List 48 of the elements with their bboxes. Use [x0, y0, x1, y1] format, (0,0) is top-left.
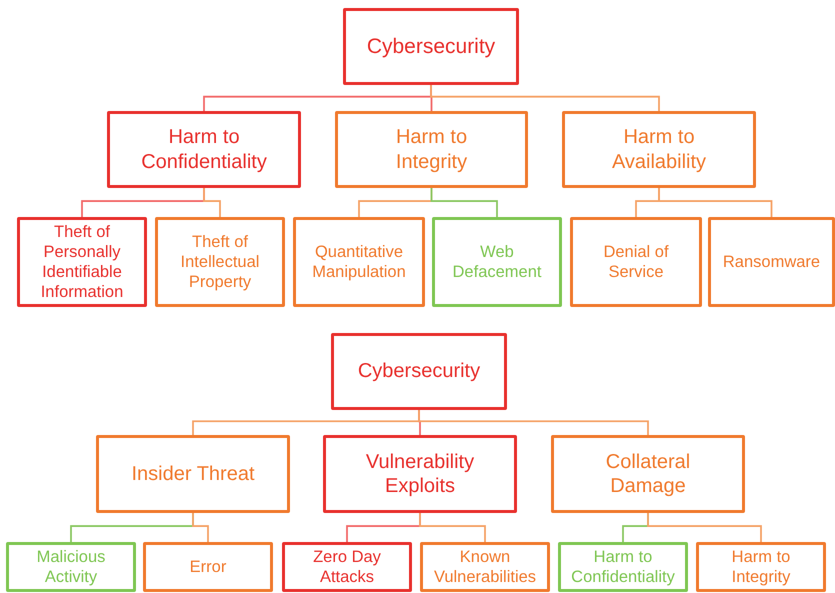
category-box — [708, 217, 835, 307]
category-box — [558, 542, 688, 592]
category-label: Web Defacement — [452, 242, 542, 282]
category-box — [432, 217, 562, 307]
category-box — [282, 542, 412, 592]
category-box — [551, 435, 745, 513]
category-label: Quantitative Manipulation — [311, 242, 407, 282]
connector-line — [203, 188, 221, 217]
connector-line — [192, 513, 209, 542]
category-label: Cybersecurity — [358, 359, 480, 384]
category-box — [570, 217, 702, 307]
category-box — [293, 217, 425, 307]
category-box — [562, 111, 756, 188]
category-label: Insider Threat — [131, 462, 255, 486]
category-label: Harm to Integrity — [394, 125, 468, 174]
category-label: Harm to Confidentiality — [570, 546, 676, 588]
category-label: Malicious Activity — [36, 546, 106, 588]
category-box — [6, 542, 136, 592]
category-box — [155, 217, 285, 307]
category-label: Known Vulnerabilities — [432, 546, 538, 588]
category-label: Theft of Intellectual Property — [180, 232, 260, 292]
connector-line — [658, 188, 772, 217]
category-label: Zero Day Attacks — [312, 546, 382, 588]
category-label: Denial of Service — [602, 242, 670, 282]
category-label: Collateral Damage — [604, 450, 692, 498]
category-box — [143, 542, 273, 592]
connector-line — [418, 410, 649, 435]
category-label: Harm to Integrity — [730, 546, 792, 588]
category-label: Vulnerability Exploits — [364, 450, 476, 498]
category-label: Cybersecurity — [366, 34, 496, 60]
category-label: Theft of Personally Identifiable Information — [40, 222, 124, 302]
category-box — [323, 435, 517, 513]
category-box — [696, 542, 826, 592]
category-label: Harm to Availability — [610, 125, 708, 174]
category-box — [331, 333, 507, 410]
connector-line — [419, 513, 486, 542]
category-box — [335, 111, 528, 188]
category-box — [17, 217, 147, 307]
category-box — [96, 435, 290, 513]
connector-line — [430, 188, 498, 217]
connector-line — [430, 85, 660, 111]
category-box — [107, 111, 301, 188]
category-label: Ransomware — [722, 252, 820, 272]
connector-line — [647, 513, 762, 542]
category-label: Error — [190, 556, 226, 578]
category-label: Harm to Confidentiality — [140, 125, 268, 174]
category-box — [343, 8, 519, 85]
category-box — [420, 542, 550, 592]
